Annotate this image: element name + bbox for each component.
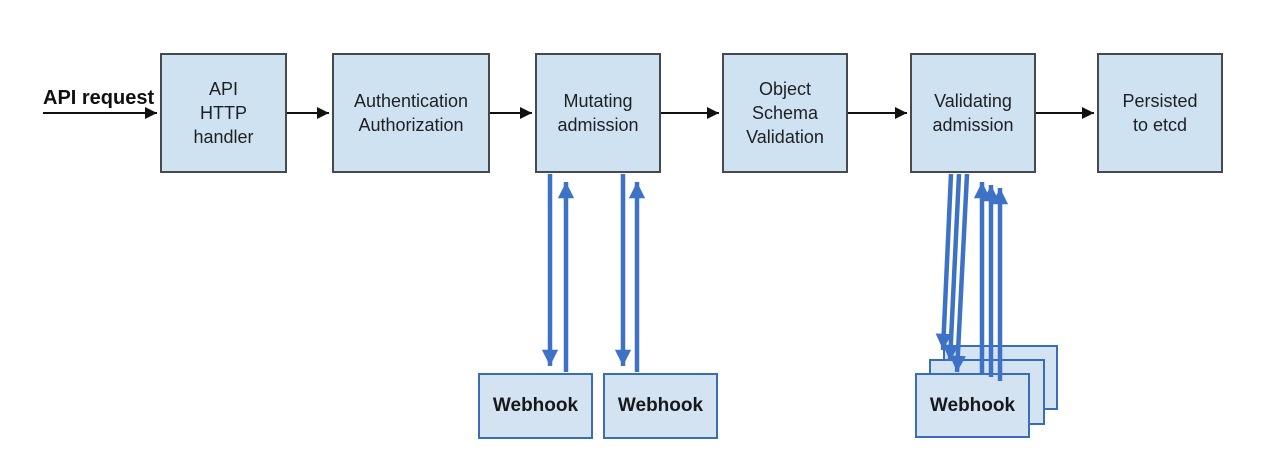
validating-webhook-call-arrow-3 <box>949 173 970 373</box>
node-mutating-admission-label: Mutating admission <box>557 91 639 135</box>
api-request-label: API request <box>43 87 155 109</box>
node-api-http-handler-label: API HTTP handler <box>193 79 254 147</box>
validating-webhook-call-arrow-1 <box>935 173 954 351</box>
validating-webhook-front-label: Webhook <box>929 394 1016 416</box>
mutating-webhook-1: Webhook <box>478 373 593 439</box>
node-api-http-handler: API HTTP handler <box>160 53 287 173</box>
mutating-webhook-2: Webhook <box>603 373 718 439</box>
validating-webhook-call-arrow-2 <box>942 173 962 362</box>
node-authentication-authorization-label: Authentication Authorization <box>353 91 469 135</box>
node-persisted-to-etcd-label: Persisted to etcd <box>1122 91 1198 135</box>
node-persisted-to-etcd: Persisted to etcd <box>1097 53 1223 173</box>
validating-webhook-front: Webhook <box>915 373 1030 438</box>
node-authentication-authorization: Authentication Authorization <box>332 53 490 173</box>
node-validating-admission-label: Validating admission <box>932 91 1014 135</box>
mutating-webhook-2-label: Webhook <box>617 395 704 416</box>
node-validating-admission: Validating admission <box>910 53 1036 173</box>
node-object-schema-validation: Object Schema Validation <box>722 53 848 173</box>
mutating-webhook-1-label: Webhook <box>492 395 579 416</box>
node-object-schema-validation-label: Object Schema Validation <box>746 79 824 147</box>
node-mutating-admission: Mutating admission <box>535 53 661 173</box>
